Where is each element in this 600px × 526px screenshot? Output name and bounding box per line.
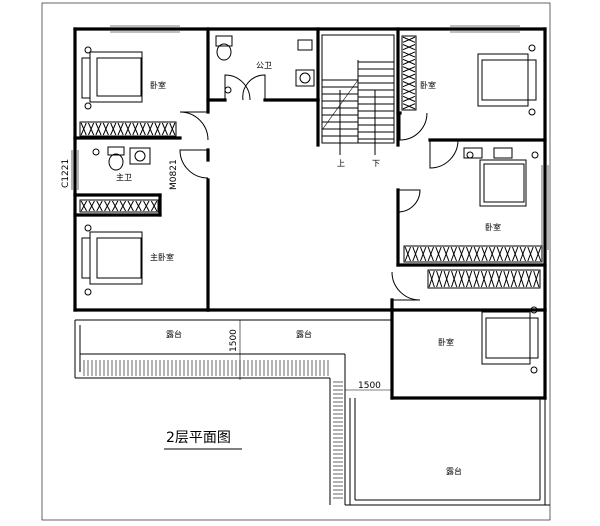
balcony-rail — [83, 360, 343, 499]
sink-middle-right — [463, 147, 513, 159]
dimension-horizontal-label: 1500 — [358, 381, 381, 391]
wardrobe-master — [79, 199, 159, 213]
dimension-vertical-label: 1500 — [229, 329, 239, 352]
label-master-bath: 主卫 — [116, 172, 132, 182]
bed-master — [81, 224, 143, 296]
label-stair-down: 下 — [372, 159, 380, 168]
bed-middle-right — [466, 151, 539, 207]
label-balcony-center: 露台 — [296, 329, 312, 339]
label-bedroom-middle-right: 卧室 — [485, 222, 501, 232]
label-bedroom-bottom-right: 卧室 — [438, 337, 454, 347]
exterior-walls — [73, 27, 547, 312]
windows — [71, 25, 549, 250]
bed-top-right — [477, 44, 537, 116]
drawing-frame — [41, 2, 551, 521]
staircase — [321, 34, 395, 155]
interior-walls — [73, 27, 547, 400]
window-code: C1221 — [61, 159, 71, 188]
wardrobe-middle-right — [403, 245, 543, 263]
bed-bottom-right — [481, 306, 539, 374]
label-bedroom-top-left: 卧室 — [150, 80, 166, 90]
wardrobe-bottom-right — [427, 269, 541, 289]
label-bedroom-top-right: 卧室 — [420, 80, 436, 90]
label-master-bedroom: 主卧室 — [150, 252, 174, 262]
label-balcony-left: 露台 — [166, 329, 182, 339]
public-bath-fixtures — [215, 35, 315, 94]
wardrobe-top-left — [79, 121, 177, 137]
label-terrace-bottom: 露台 — [446, 466, 462, 476]
bed-top-left — [81, 46, 143, 110]
balcony-left — [74, 319, 392, 505]
door-code: M0821 — [169, 159, 179, 190]
plan-title: 2层平面图 — [166, 430, 231, 446]
wardrobe-top-right — [401, 35, 417, 111]
master-bath-fixtures — [92, 146, 151, 171]
label-public-bath: 公卫 — [256, 61, 272, 70]
terrace-bottom — [345, 398, 550, 506]
label-stair-up: 上 — [337, 159, 345, 168]
doors — [179, 74, 459, 301]
